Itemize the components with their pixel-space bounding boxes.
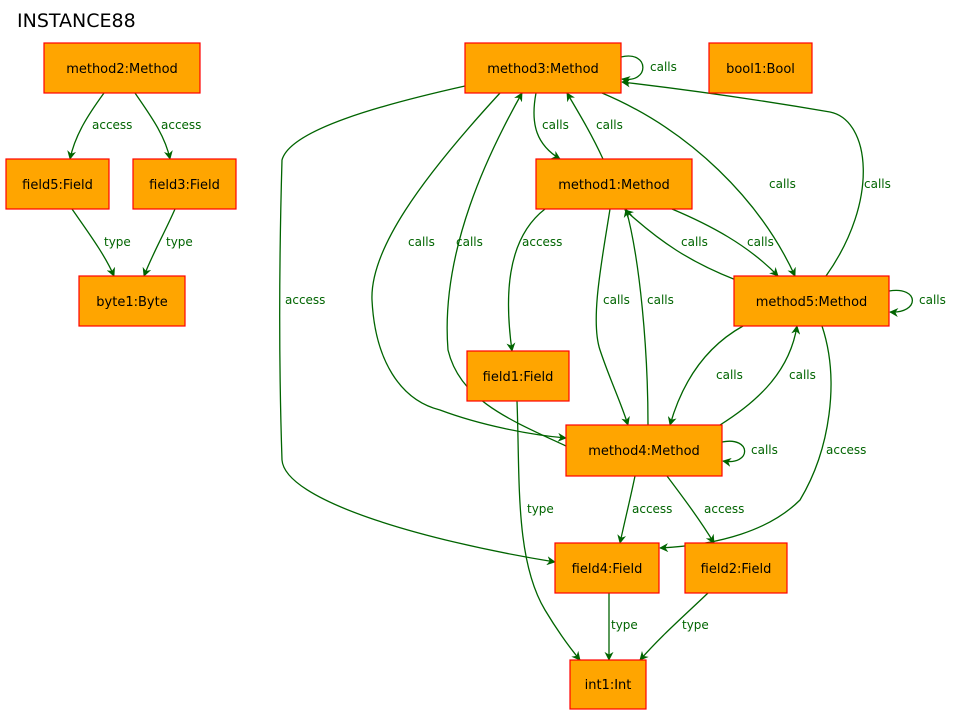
edge-method1-method4: calls [595,208,630,426]
node-int1[interactable]: int1:Int [569,659,647,710]
node-label: field4:Field [572,562,643,577]
edge-label: type [527,502,554,516]
node-byte1[interactable]: byte1:Byte [78,275,186,327]
node-method5[interactable]: method5:Method [733,275,890,327]
node-label: method3:Method [487,62,599,77]
node-label: field5:Field [22,178,93,193]
node-method1[interactable]: method1:Method [535,158,693,210]
node-field4[interactable]: field4:Field [554,542,660,594]
edge-label: calls [919,293,946,307]
edge-label: calls [650,60,677,74]
edge-label: calls [456,235,483,249]
edge-method1-method3: calls [566,92,623,160]
edge-label: calls [603,293,630,307]
edge-label: type [104,235,131,249]
edge-method3-method1: calls [533,92,569,160]
edge-method3-method4: calls [371,92,567,442]
node-bool1[interactable]: bool1:Bool [708,42,813,94]
edge-method3-method5: calls [601,92,796,277]
node-field5[interactable]: field5:Field [5,158,110,210]
edge-method4-method5: calls [719,325,816,426]
edge-label: access [632,502,672,516]
edge-label: calls [716,368,743,382]
edge-method3-method3: calls [620,55,677,85]
edge-label: type [611,618,638,632]
edge-method1-field1: access [506,208,562,352]
edge-label: access [522,235,562,249]
edge-method4-method3: calls [446,92,567,447]
edge-method4-field4: access [617,475,672,544]
edge-label: calls [864,177,891,191]
edge-label: calls [408,235,435,249]
edge-method2-field5: access [67,92,132,160]
node-label: byte1:Byte [96,295,167,310]
edge-method4-method4: calls [721,440,778,467]
edge-label: calls [596,118,623,132]
edge-label: calls [681,235,708,249]
edge-label: access [704,502,744,516]
node-method3[interactable]: method3:Method [464,42,622,94]
edge-label: calls [769,177,796,191]
edge-method2-field3: access [134,92,201,160]
edge-label: type [682,618,709,632]
edge-label: access [92,118,132,132]
node-label: field3:Field [149,178,220,193]
edge-method5-method3: calls [621,78,891,277]
node-field1[interactable]: field1:Field [466,350,570,402]
edge-label: calls [542,118,569,132]
edge-label: calls [789,368,816,382]
edge-method4-method1: calls [623,208,674,426]
diagram-title: INSTANCE88 [17,10,136,32]
edge-method5-method5: calls [888,289,946,318]
edge-label: calls [747,235,774,249]
edge-label: calls [647,293,674,307]
node-field2[interactable]: field2:Field [684,542,788,594]
edge-label: access [285,293,325,307]
edge-method4-field2: access [666,475,744,544]
edge-field1-int1: type [516,400,581,661]
edge-method5-method4: calls [667,325,744,426]
node-method2[interactable]: method2:Method [43,42,201,94]
node-label: method5:Method [756,295,868,310]
edge-field3-byte1: type [142,208,193,277]
edge-label: calls [751,443,778,457]
edge-method5-method1: calls [624,209,737,281]
node-label: method1:Method [558,178,670,193]
edge-label: type [166,235,193,249]
edge-field4-int1: type [604,592,638,661]
node-label: bool1:Bool [726,62,795,77]
edge-label: access [161,118,201,132]
edge-field2-int1: type [639,592,709,661]
node-label: method4:Method [588,444,700,459]
edge-label: access [826,443,866,457]
edge-method1-method5: calls [671,208,779,277]
node-field3[interactable]: field3:Field [132,158,237,210]
edge-method3-field4: access [279,85,556,566]
node-label: method2:Method [66,62,178,77]
node-label: field1:Field [483,370,554,385]
node-label: field2:Field [701,562,772,577]
node-method4[interactable]: method4:Method [565,424,723,477]
edge-field5-byte1: type [71,208,131,277]
node-label: int1:Int [585,678,632,693]
